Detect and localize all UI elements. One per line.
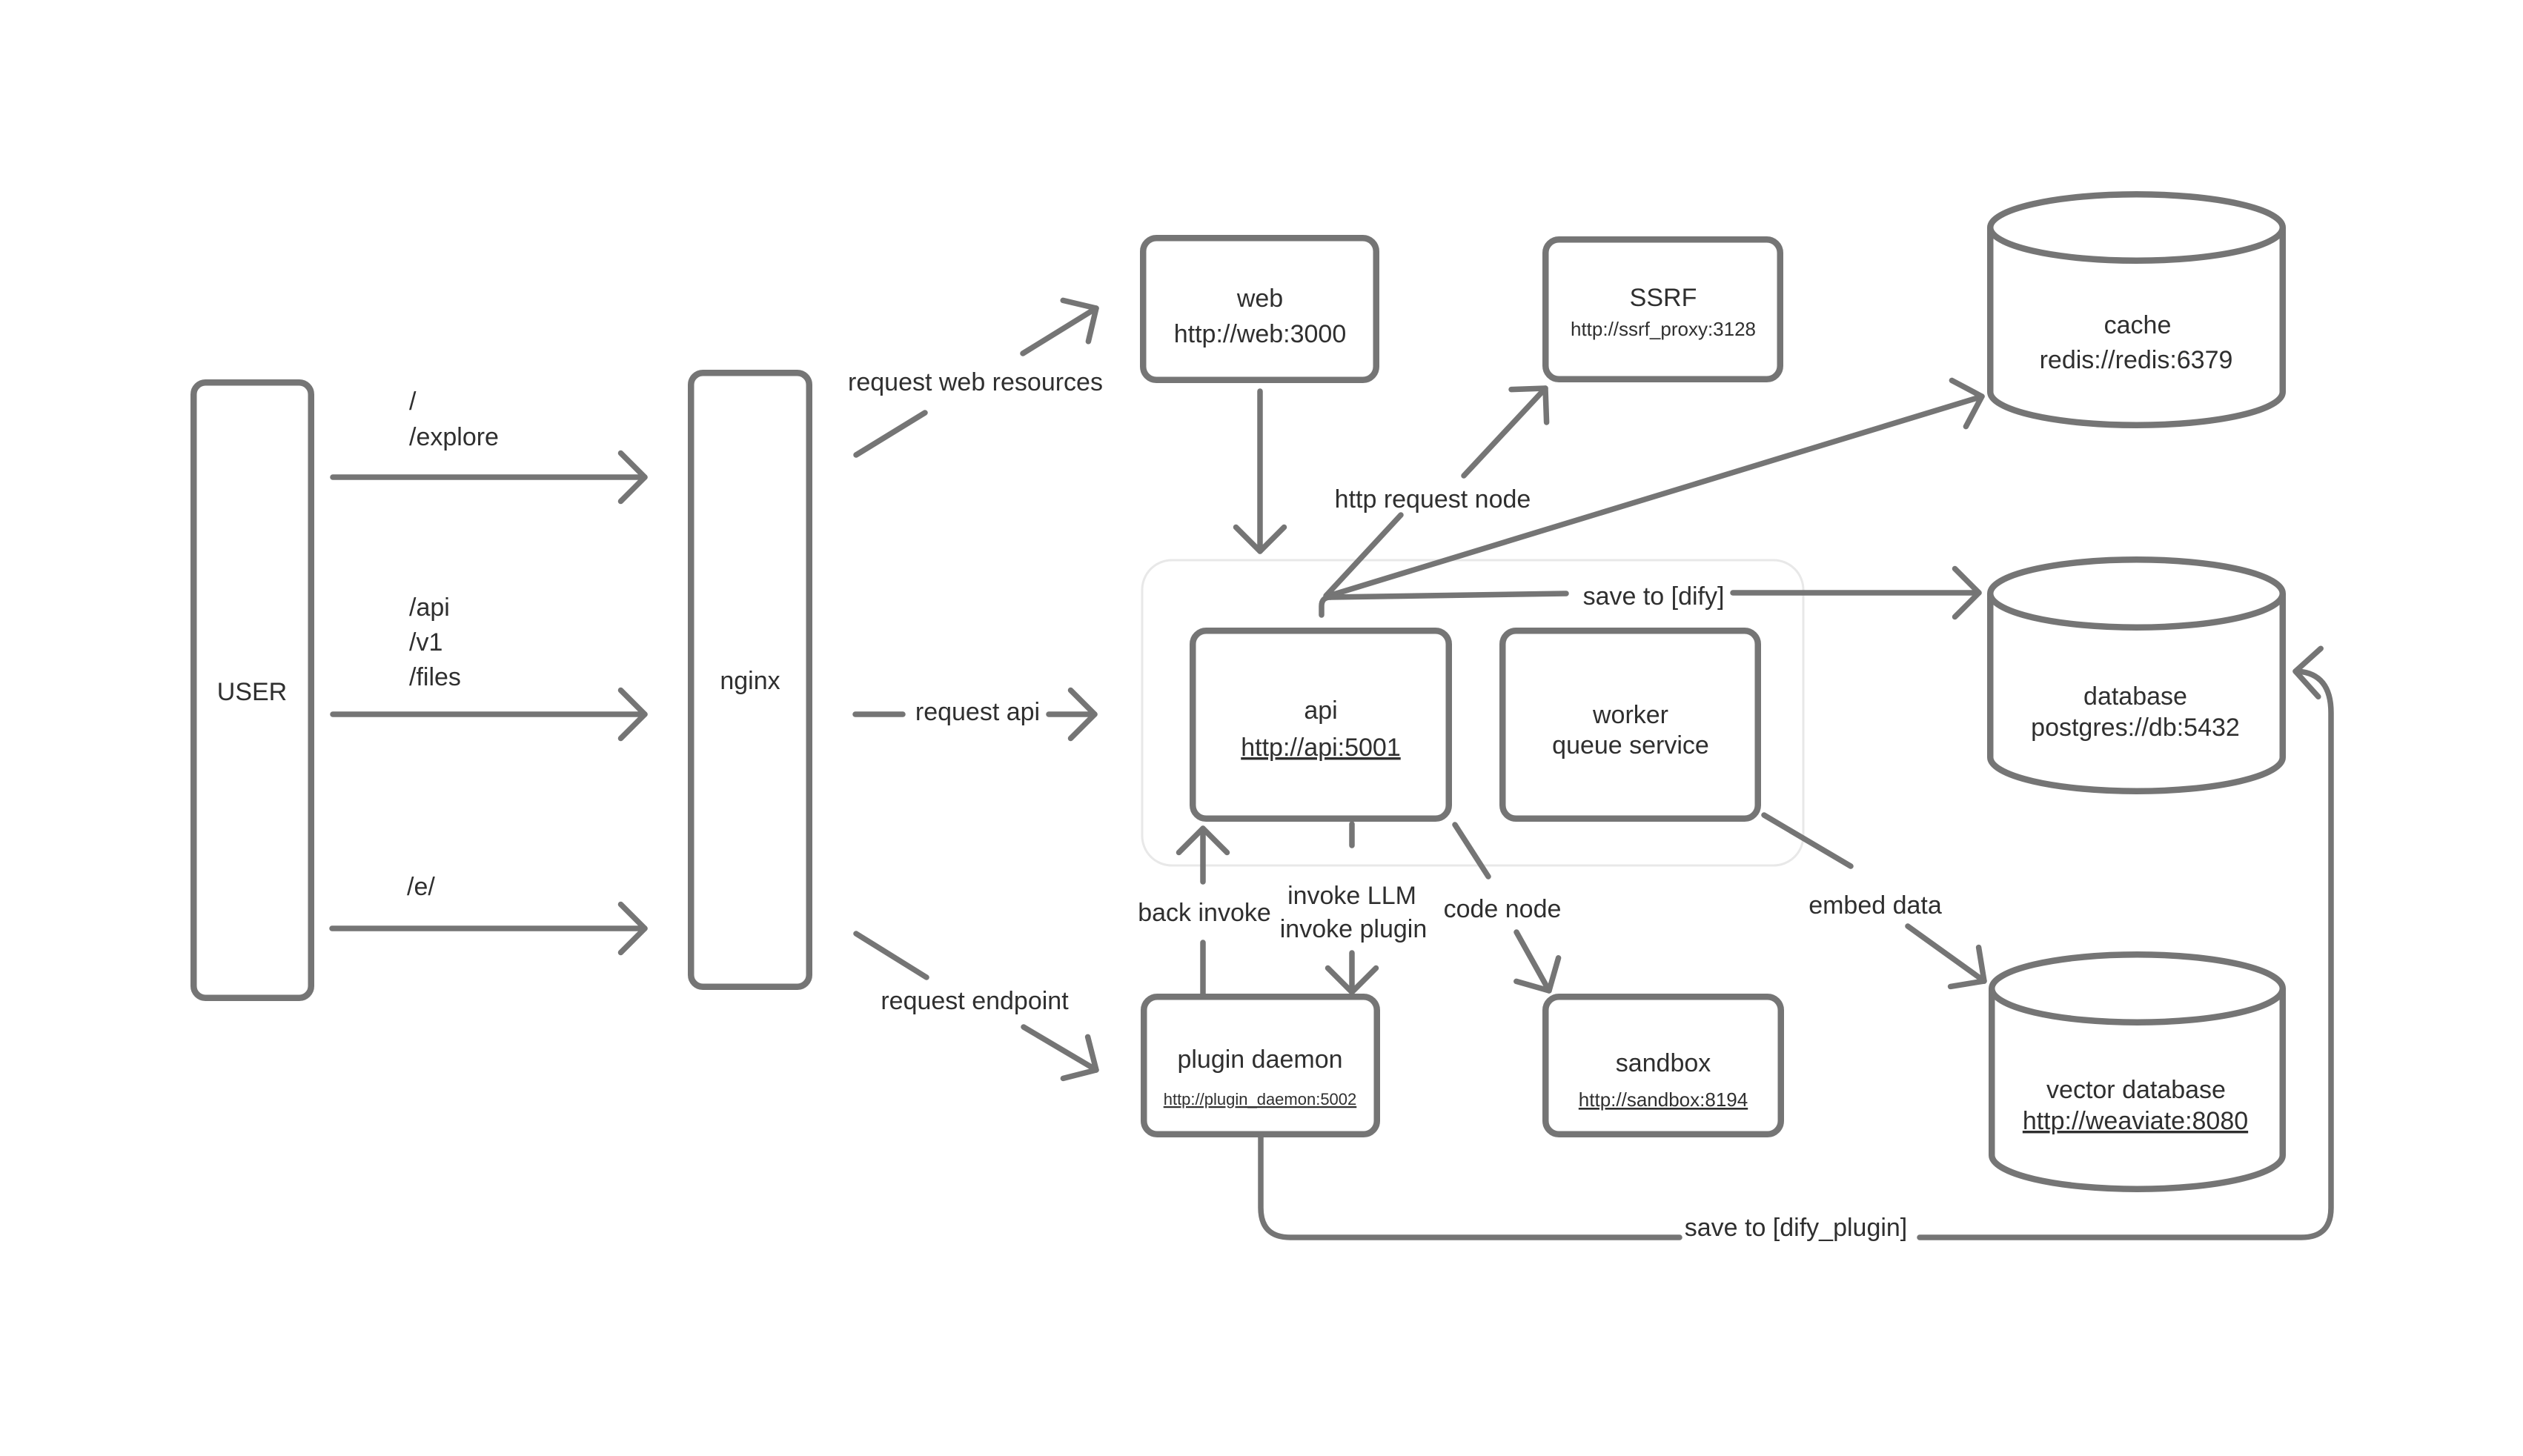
svg-text:invoke LLM: invoke LLM: [1287, 882, 1416, 910]
svg-text:postgres://db:5432: postgres://db:5432: [2031, 714, 2240, 742]
svg-text:back invoke: back invoke: [1138, 899, 1271, 927]
svg-text:SSRF: SSRF: [1630, 284, 1697, 312]
svg-text:redis://redis:6379: redis://redis:6379: [2040, 346, 2233, 374]
svg-text:http://weaviate:8080: http://weaviate:8080: [2023, 1107, 2248, 1135]
svg-text:web: web: [1236, 285, 1283, 313]
svg-text:save to [dify_plugin]: save to [dify_plugin]: [1685, 1214, 1908, 1242]
svg-text:http://sandbox:8194: http://sandbox:8194: [1579, 1088, 1748, 1111]
svg-text:USER: USER: [217, 678, 287, 706]
svg-text:request web resources: request web resources: [848, 368, 1103, 396]
svg-text:embed data: embed data: [1808, 891, 1942, 920]
svg-text:vector database: vector database: [2046, 1076, 2226, 1104]
svg-text:/files: /files: [409, 663, 461, 691]
svg-text:database: database: [2083, 682, 2187, 711]
svg-text:request endpoint: request endpoint: [881, 987, 1069, 1015]
svg-text:cache: cache: [2104, 311, 2172, 339]
svg-text:api: api: [1304, 697, 1337, 725]
svg-text:nginx: nginx: [720, 667, 780, 695]
svg-text:queue service: queue service: [1552, 731, 1709, 759]
svg-text:invoke plugin: invoke plugin: [1280, 915, 1427, 943]
svg-text:request api: request api: [915, 698, 1040, 726]
svg-text:/v1: /v1: [409, 628, 442, 656]
svg-text:worker: worker: [1592, 701, 1668, 729]
svg-text:http://ssrf_proxy:3128: http://ssrf_proxy:3128: [1571, 318, 1756, 340]
svg-text:/e/: /e/: [407, 873, 435, 901]
svg-text:http://plugin_daemon:5002: http://plugin_daemon:5002: [1164, 1090, 1357, 1108]
svg-text:plugin daemon: plugin daemon: [1177, 1046, 1342, 1074]
svg-text:http://web:3000: http://web:3000: [1174, 320, 1347, 348]
svg-text:/: /: [409, 388, 417, 416]
svg-text:http://api:5001: http://api:5001: [1241, 734, 1401, 762]
svg-text:/api: /api: [409, 594, 450, 622]
svg-text:http request node: http request node: [1335, 485, 1531, 513]
svg-text:code node: code node: [1444, 895, 1562, 923]
svg-text:/explore: /explore: [409, 423, 499, 451]
svg-text:sandbox: sandbox: [1616, 1049, 1711, 1077]
svg-text:save to [dify]: save to [dify]: [1583, 582, 1725, 611]
